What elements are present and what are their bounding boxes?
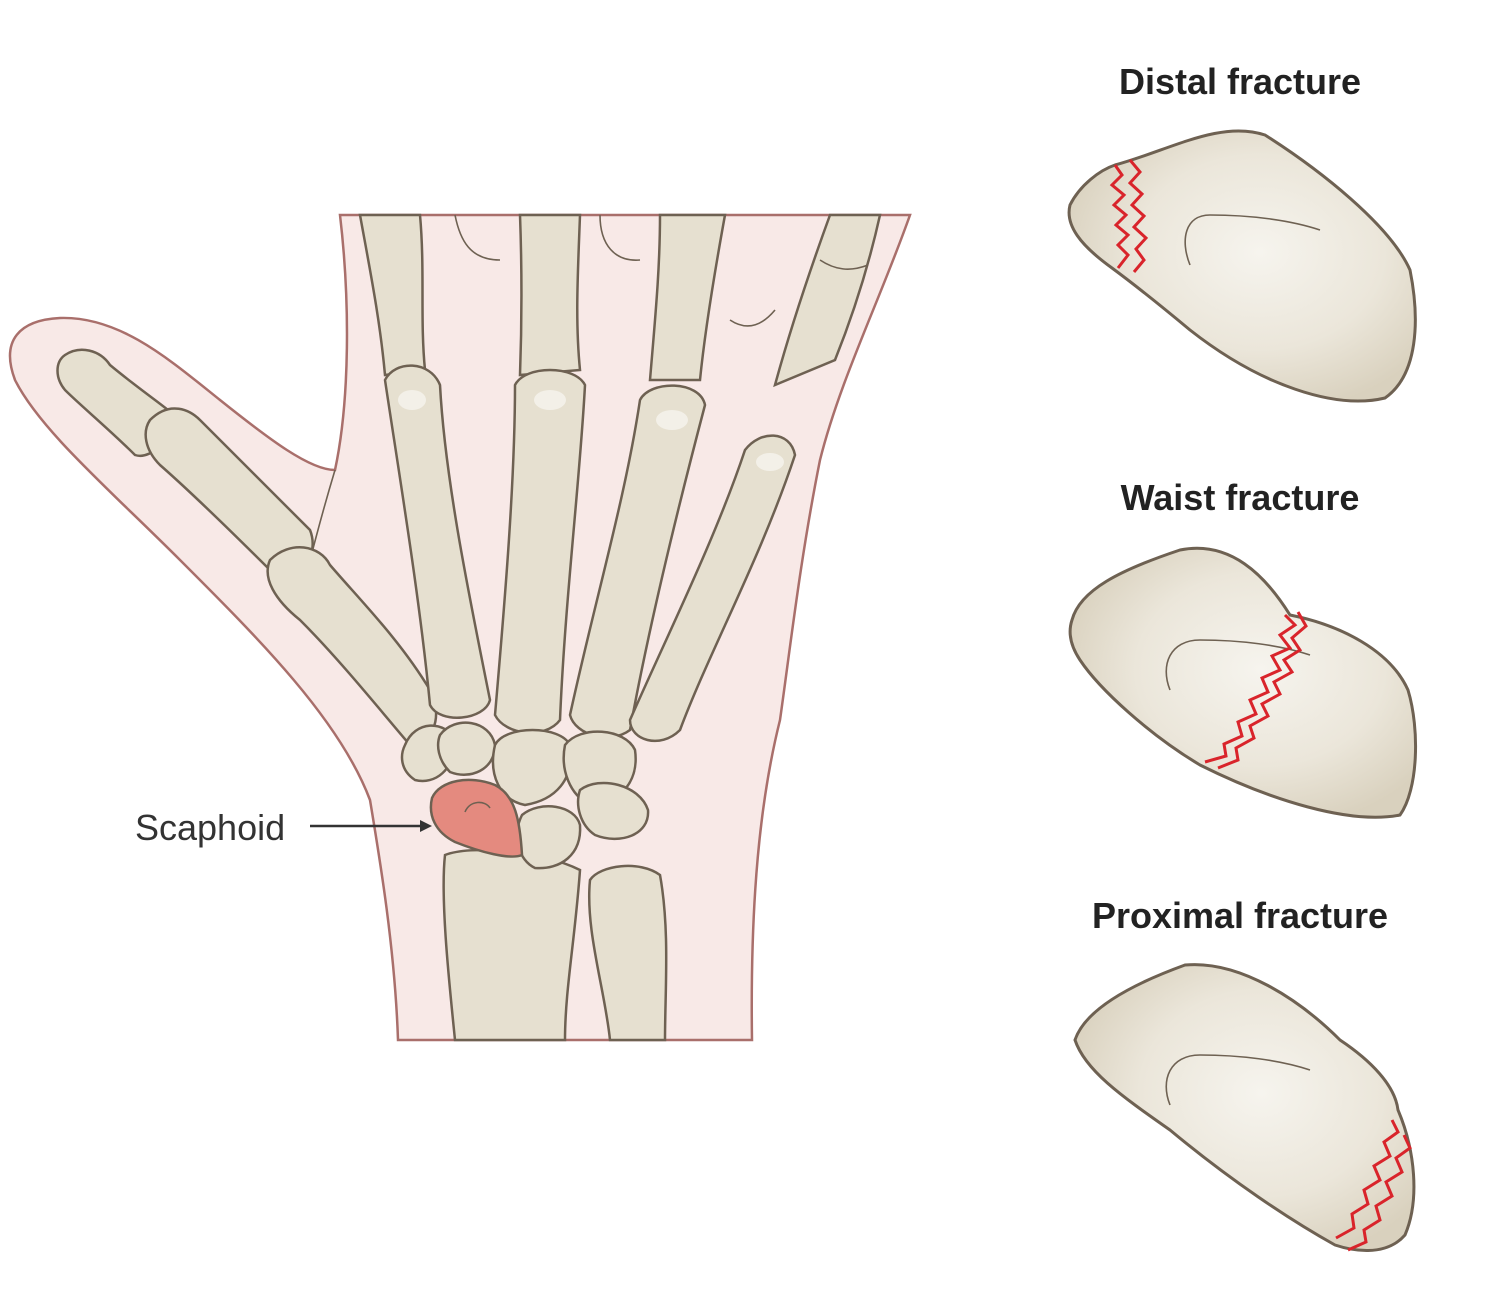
scaphoid-proximal-detail xyxy=(1073,963,1416,1252)
proximal-fracture-panel: Proximal fracture xyxy=(1073,895,1416,1252)
capitate-bone xyxy=(491,728,573,807)
triquetrum-bone xyxy=(576,781,650,840)
finger-middle xyxy=(493,213,587,734)
distal-fracture-panel: Distal fracture xyxy=(1067,61,1417,403)
finger-index xyxy=(358,213,492,719)
scaphoid-waist-detail xyxy=(1068,546,1418,819)
scaphoid-pointer-arrowhead xyxy=(420,820,432,832)
proximal-fracture-title: Proximal fracture xyxy=(1092,895,1388,936)
waist-fracture-panel: Waist fracture xyxy=(1068,477,1418,819)
scaphoid-bone-highlight xyxy=(429,778,524,858)
hand-illustration: Scaphoid xyxy=(8,213,912,1042)
finger-little xyxy=(628,213,882,742)
scaphoid-label: Scaphoid xyxy=(135,807,285,848)
radius-bone xyxy=(442,848,582,1042)
waist-fracture-title: Waist fracture xyxy=(1121,477,1360,518)
trapezoid-bone xyxy=(436,721,497,776)
scaphoid-distal-detail xyxy=(1067,129,1417,403)
distal-fracture-title: Distal fracture xyxy=(1119,61,1361,102)
ulna-bone xyxy=(588,864,668,1042)
finger-ring xyxy=(568,213,727,739)
